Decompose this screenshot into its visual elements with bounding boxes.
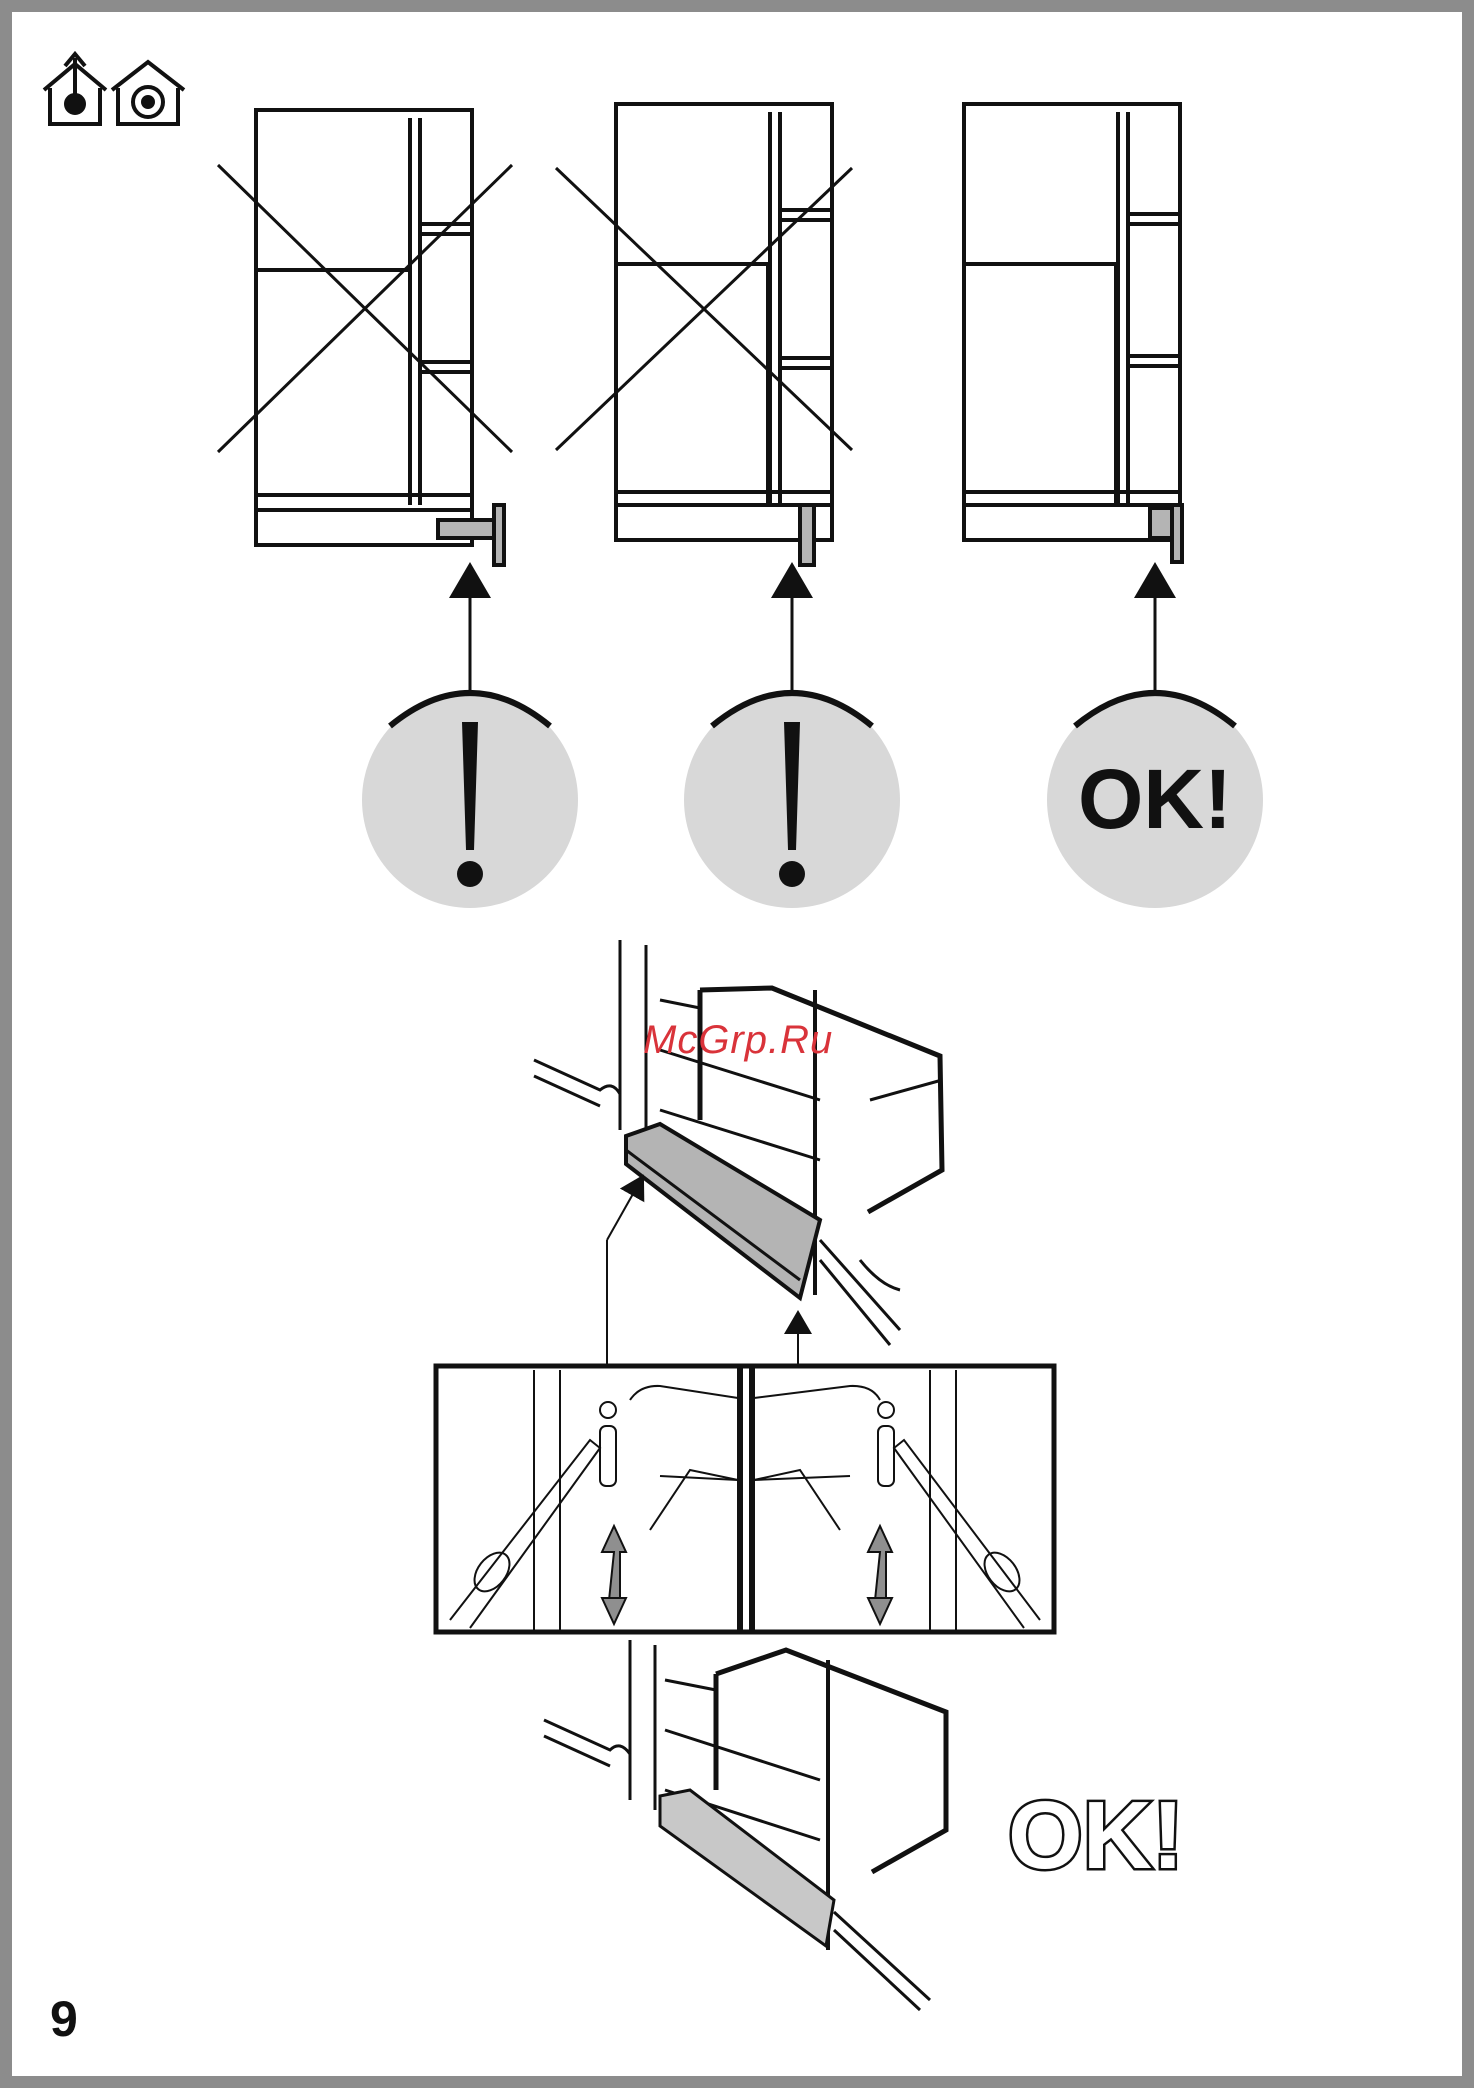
plinth-sketch-bottom	[544, 1640, 946, 2010]
plinth-sketch-top	[534, 940, 942, 1345]
cabinet-wrong-2	[556, 104, 852, 565]
warning-badge-2	[684, 692, 900, 908]
pointer-arrow-4b	[607, 1185, 638, 1240]
watermark: McGrp.Ru	[643, 1018, 833, 1063]
extraction-mode-icon	[44, 54, 106, 124]
warning-badge-1	[362, 692, 578, 908]
final-ok-label: OK!	[1008, 1782, 1184, 1889]
ok-badge: OK!	[1047, 692, 1263, 908]
cabinet-correct	[964, 104, 1182, 562]
recirculation-mode-icon	[112, 62, 184, 124]
ok-badge-label: OK!	[1078, 752, 1232, 846]
adjustment-detail-panel	[436, 1366, 1054, 1632]
page-number: 9	[50, 1990, 78, 2048]
cabinet-wrong-1	[218, 110, 512, 565]
